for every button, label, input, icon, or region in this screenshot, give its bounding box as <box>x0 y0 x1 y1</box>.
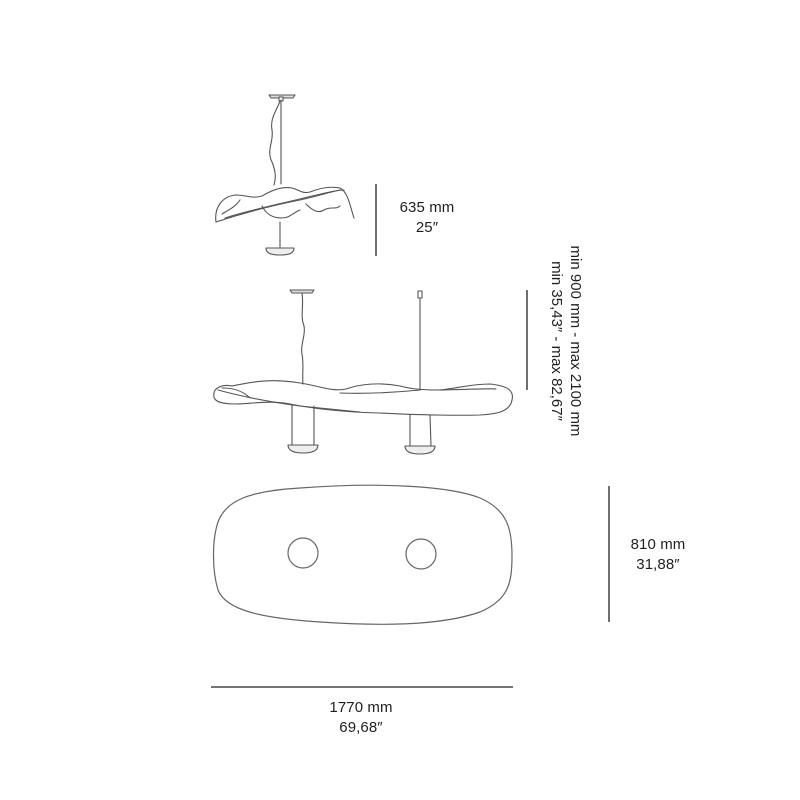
depth-label: 810 mm 31,88″ <box>618 535 698 575</box>
ceiling-canopy-icon <box>289 289 315 294</box>
ceiling-canopy-icon <box>417 290 423 299</box>
top-view <box>212 484 513 625</box>
single-height-label: 635 mm 25″ <box>384 198 470 238</box>
single-pendant-view <box>215 94 355 256</box>
depth-inch: 31,88″ <box>636 556 680 573</box>
length-inch: 69,68″ <box>339 719 383 736</box>
double-pendant-view <box>213 289 513 455</box>
dimension-lines <box>211 184 610 688</box>
suspension-length-label: min 900 mm - max 2100 mm min 35,43″ - ma… <box>547 226 585 456</box>
length-mm: 1770 mm <box>329 699 393 716</box>
single-height-inch: 25″ <box>415 219 439 236</box>
diffuser-left <box>287 537 319 569</box>
suspension-length-mm: min 900 mm - max 2100 mm <box>567 245 584 437</box>
diffuser-right <box>405 538 437 570</box>
single-height-mm: 635 mm <box>399 199 455 216</box>
depth-mm: 810 mm <box>630 536 686 553</box>
length-label: 1770 mm 69,68″ <box>311 698 411 738</box>
shade-outline <box>212 484 513 625</box>
suspension-length-inch: min 35,43″ - max 82,67″ <box>548 261 565 421</box>
